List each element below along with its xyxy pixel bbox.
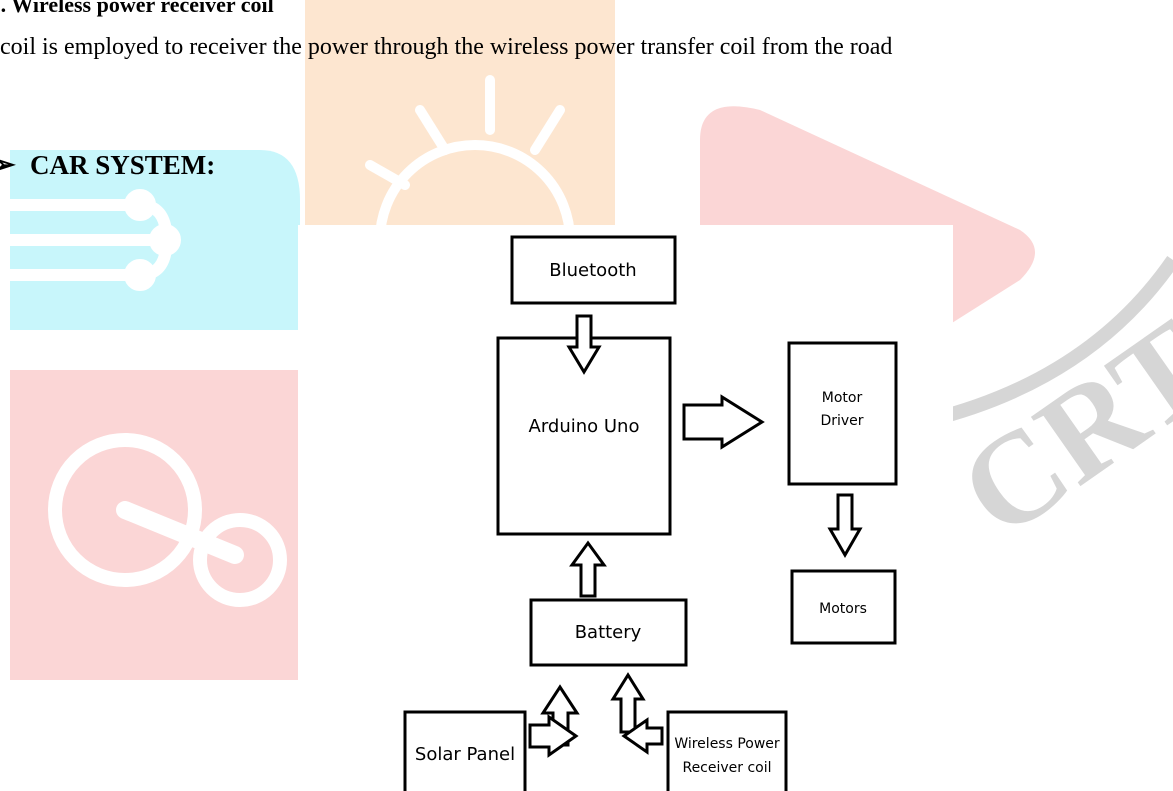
- solar-panel-block: [403, 710, 527, 791]
- watermark-circuit-icon: [4, 189, 181, 291]
- arrow-battery-to-arduino: [569, 540, 607, 598]
- arrow-motor-driver-to-motors: [827, 493, 863, 559]
- car-system-block-diagram: Bluetooth Arduino Uno Motor Driver Motor…: [403, 235, 898, 791]
- block-diagram-panel: Bluetooth Arduino Uno Motor Driver Motor…: [298, 225, 953, 791]
- wireless-power-label-line1: Wireless Power: [674, 736, 780, 752]
- bluetooth-block: [510, 235, 677, 305]
- battery-block: [529, 598, 688, 667]
- section-heading: E. Wireless power receiver coil: [0, 0, 274, 17]
- arrow-arduino-to-motor-driver: [682, 394, 765, 450]
- solar-panel-label: Solar Panel: [415, 744, 515, 765]
- motors-label: Motors: [819, 601, 867, 617]
- body-paragraph: coil is employed to receiver the power t…: [0, 34, 893, 60]
- watermark-sun-icon: [365, 75, 575, 245]
- watermark-gear-icon: [48, 433, 287, 607]
- car-system-heading: CAR SYSTEM:: [30, 150, 216, 180]
- motor-driver-block: [787, 341, 898, 486]
- watermark-text: CRT: [935, 293, 1173, 566]
- arrow-wireless-left: [621, 717, 664, 755]
- battery-label: Battery: [575, 622, 642, 643]
- arrow-bluetooth-to-arduino: [566, 314, 602, 375]
- arrow-wireless-into-battery: [610, 672, 646, 734]
- bluetooth-label: Bluetooth: [549, 260, 636, 281]
- watermark-gray-arc: [928, 256, 1173, 427]
- wireless-power-label-line2: Receiver coil: [682, 760, 771, 776]
- arduino-uno-label: Arduino Uno: [529, 416, 640, 437]
- motor-driver-label-line2: Driver: [820, 413, 863, 429]
- wireless-power-receiver-block: [666, 710, 788, 791]
- motor-driver-label-line1: Motor: [822, 390, 863, 406]
- bullet-arrow-icon: ➢: [0, 150, 16, 179]
- motors-block: [790, 569, 897, 645]
- arrow-solar-panel-right: [528, 714, 579, 758]
